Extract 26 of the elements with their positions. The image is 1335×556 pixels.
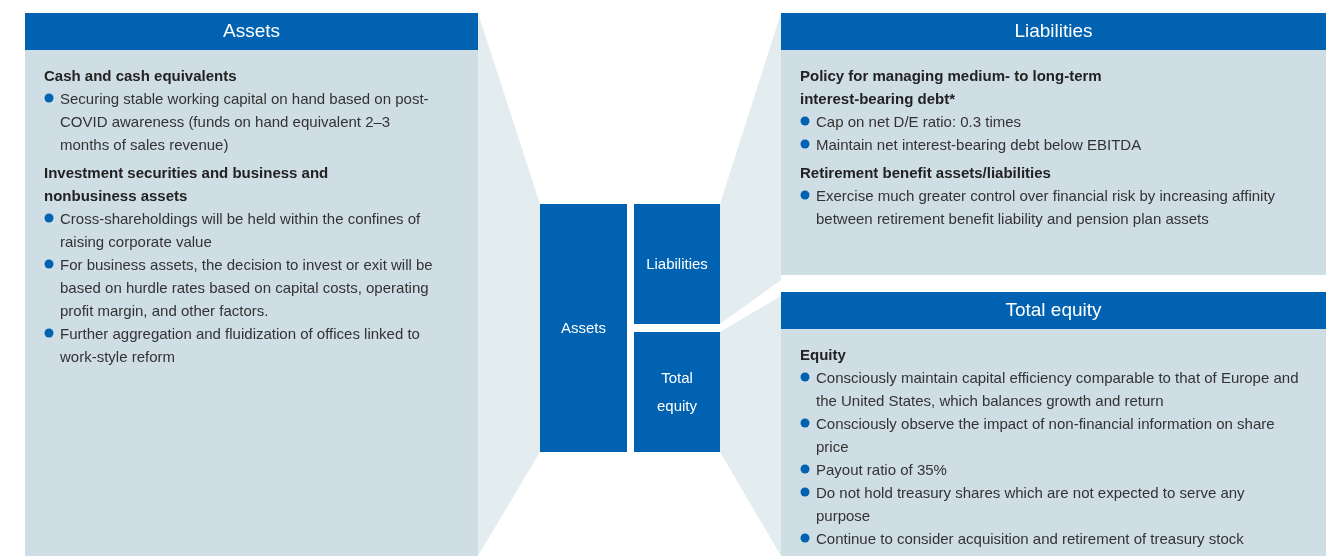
balance-sheet-block: Assets [540,204,627,452]
section-heading: Retirement benefit assets/liabilities [800,163,1052,183]
balance-sheet-block: Total equity [634,332,720,452]
bullet-text: For business assets, the decision to invest or exit will be based on hurdle rates based on capital costs, operating profit margin, and other factors. [60,255,434,321]
bullet-text: Do not hold treasury shares which are not expected to serve any purpose [816,483,1246,526]
bullet-text: Cross-shareholdings will be held within the confines of raising corporate value [60,209,422,252]
bullet-text: Exercise much greater control over financial risk by increasing affinity between retirement benefit liability and pension plan assets [816,186,1277,229]
bullet-text: Payout ratio of 35% [816,460,947,480]
info-panel [781,292,1326,556]
section-heading: Policy for managing medium- to long-term interest-bearing debt* [800,66,1103,109]
info-panel [781,13,1326,275]
section-heading: Investment securities and business and nonbusiness assets [44,163,330,206]
bullet-text: Continue to consider acquisition and retirement of treasury stock [816,529,1244,549]
section-heading: Equity [800,345,847,365]
section-heading: Cash and cash equivalents [44,66,238,86]
balance-sheet-block: Liabilities [634,204,720,324]
info-panel [25,13,478,556]
panel-header: Total equity [781,292,1326,329]
bullet-text: Consciously observe the impact of non-financial information on share price [816,414,1276,457]
bullet-text: Maintain net interest-bearing debt below EBITDA [816,135,1142,155]
panel-header: Assets [25,13,478,50]
bullet-text: Consciously maintain capital efficiency comparable to that of Europe and the United States, which balances growth and return [816,368,1300,411]
bullet-text: Further aggregation and fluidization of offices linked to work-style reform [60,324,421,367]
bullet-text: Securing stable working capital on hand based on post-COVID awareness (funds on hand equivalent 2–3 months of sales revenue) [60,89,430,155]
bullet-text: Cap on net D/E ratio: 0.3 times [816,112,1022,132]
panel-header: Liabilities [781,13,1326,50]
